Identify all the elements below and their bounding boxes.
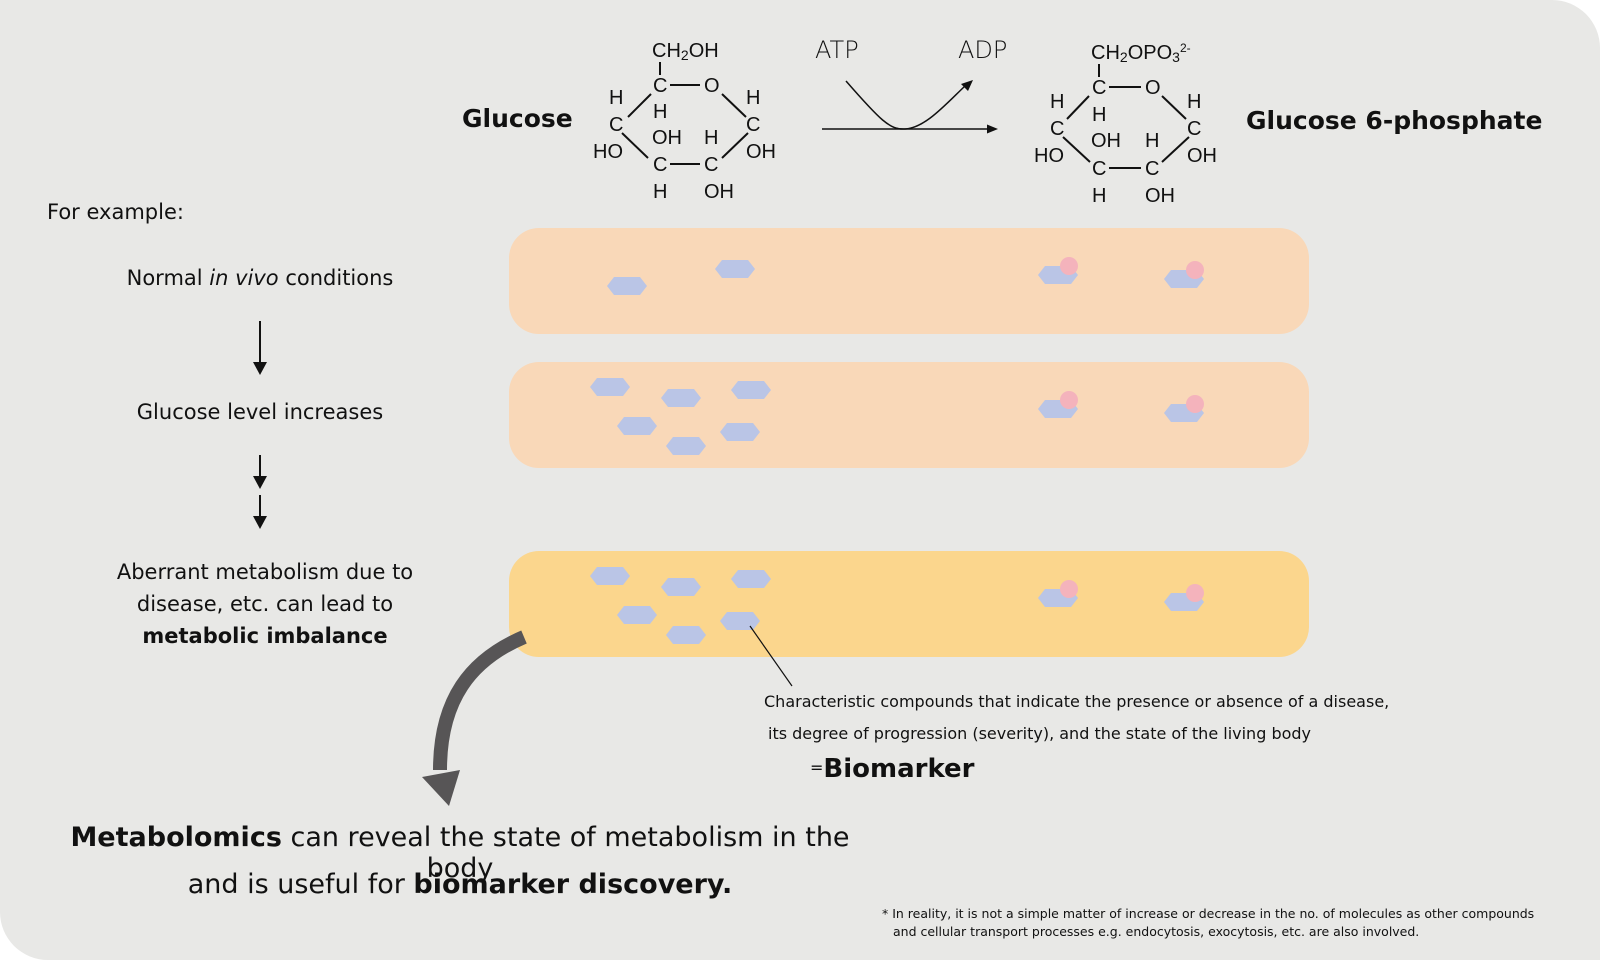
glucose-6-phosphate-title: Glucose 6-phosphate — [1246, 106, 1543, 135]
svg-text:OH: OH — [1187, 145, 1217, 167]
svg-text:OH: OH — [746, 141, 776, 163]
biomarker-equation: =Biomarker — [810, 754, 975, 784]
glucose-molecule — [590, 567, 630, 585]
biomarker-label: Biomarker — [823, 754, 975, 784]
glucose-molecule — [666, 437, 706, 455]
curved-arrow-to-metabolomics — [433, 630, 527, 771]
adp-label: ADP — [958, 36, 1008, 64]
phosphate-group — [1060, 580, 1078, 598]
glucose-molecule — [720, 612, 760, 630]
step-aberrant: Aberrant metabolism due to disease, etc.… — [60, 556, 470, 652]
step-normal-italic: in vivo — [209, 266, 279, 290]
svg-text:H: H — [1050, 91, 1064, 113]
footnote: * In reality, it is not a simple matter … — [882, 905, 1534, 941]
down-arrow-1 — [253, 321, 267, 375]
footnote-line2: and cellular transport processes e.g. en… — [893, 924, 1420, 939]
glucose-ch2oh: CH2OH — [652, 40, 719, 63]
glucose-molecule — [661, 389, 701, 407]
phosphate-group — [1186, 395, 1204, 413]
svg-text:H: H — [1145, 130, 1159, 152]
phosphate-group — [1060, 257, 1078, 275]
metabolomics-term: Metabolomics — [70, 822, 282, 853]
atp-label: ATP — [815, 36, 859, 64]
glucose-molecule — [731, 570, 771, 588]
step-aberrant-line2: disease, etc. can lead to — [136, 592, 394, 616]
svg-text:C: C — [1092, 77, 1106, 99]
svg-text:C: C — [746, 114, 760, 136]
svg-text:C: C — [609, 114, 623, 136]
glucose-molecule — [731, 381, 771, 399]
svg-text:H: H — [704, 127, 718, 149]
svg-text:C: C — [1187, 118, 1201, 140]
glucose-molecule — [661, 578, 701, 596]
svg-text:H: H — [1187, 91, 1201, 113]
conclusion-line1: Metabolomics can reveal the state of met… — [40, 822, 880, 884]
conclusion-line2-pre: and is useful for — [187, 869, 414, 900]
glucose-structure: CH2OH C O H H C HO H C OH OH H C C H OH — [593, 40, 776, 203]
reaction-arrow — [822, 80, 998, 134]
svg-text:C: C — [653, 75, 667, 97]
step-normal-text: Normal — [126, 266, 210, 290]
svg-text:H: H — [653, 101, 667, 123]
svg-text:C: C — [1092, 158, 1106, 180]
phosphate-group — [1186, 584, 1204, 602]
step-aberrant-line1: Aberrant metabolism due to — [116, 560, 414, 584]
footnote-line1: * In reality, it is not a simple matter … — [882, 906, 1535, 921]
svg-text:H: H — [1092, 104, 1106, 126]
conclusion-line2: and is useful for biomarker discovery. — [40, 869, 880, 900]
svg-text:C: C — [653, 154, 667, 176]
step-normal-rest: conditions — [278, 266, 394, 290]
svg-text:H: H — [609, 87, 623, 109]
step-normal: Normal in vivo conditions — [60, 266, 460, 290]
biomarker-description-line2: its degree of progression (severity), an… — [768, 724, 1312, 743]
curved-arrow-head — [422, 770, 460, 806]
glucose-title: Glucose — [462, 104, 573, 133]
step-aberrant-bold: metabolic imbalance — [142, 624, 388, 648]
biomarker-discovery-term: biomarker discovery. — [413, 869, 733, 900]
glucose-molecule — [720, 423, 760, 441]
svg-text:O: O — [1145, 77, 1161, 99]
glucose-molecule — [607, 277, 647, 295]
svg-text:C: C — [704, 154, 718, 176]
svg-text:C: C — [1145, 158, 1159, 180]
svg-text:H: H — [1092, 185, 1106, 207]
svg-text:OH: OH — [652, 127, 682, 149]
glucose-molecule — [666, 626, 706, 644]
glucose-molecule — [617, 606, 657, 624]
phosphate-group — [1186, 261, 1204, 279]
svg-text:H: H — [653, 181, 667, 203]
svg-text:OH: OH — [1091, 130, 1121, 152]
svg-text:H: H — [746, 87, 760, 109]
svg-text:C: C — [1050, 118, 1064, 140]
down-arrow-2 — [253, 455, 267, 489]
biomarker-description-line1: Characteristic compounds that indicate t… — [764, 692, 1390, 711]
glucose-molecule — [590, 378, 630, 396]
glucose-molecule — [715, 260, 755, 278]
svg-text:HO: HO — [1034, 145, 1064, 167]
biomarker-pointer-line — [749, 625, 793, 687]
step-glucose-increase: Glucose level increases — [136, 400, 384, 424]
glucose-molecule — [617, 417, 657, 435]
equals-sign: = — [810, 758, 824, 777]
down-arrow-3 — [253, 495, 267, 529]
intro-label: For example: — [47, 200, 184, 224]
svg-text:O: O — [704, 75, 720, 97]
svg-text:HO: HO — [593, 141, 623, 163]
svg-text:OH: OH — [704, 181, 734, 203]
conclusion-line1-rest: can reveal the state of metabolism in th… — [281, 822, 850, 884]
svg-text:OH: OH — [1145, 185, 1175, 207]
phosphate-group — [1060, 391, 1078, 409]
